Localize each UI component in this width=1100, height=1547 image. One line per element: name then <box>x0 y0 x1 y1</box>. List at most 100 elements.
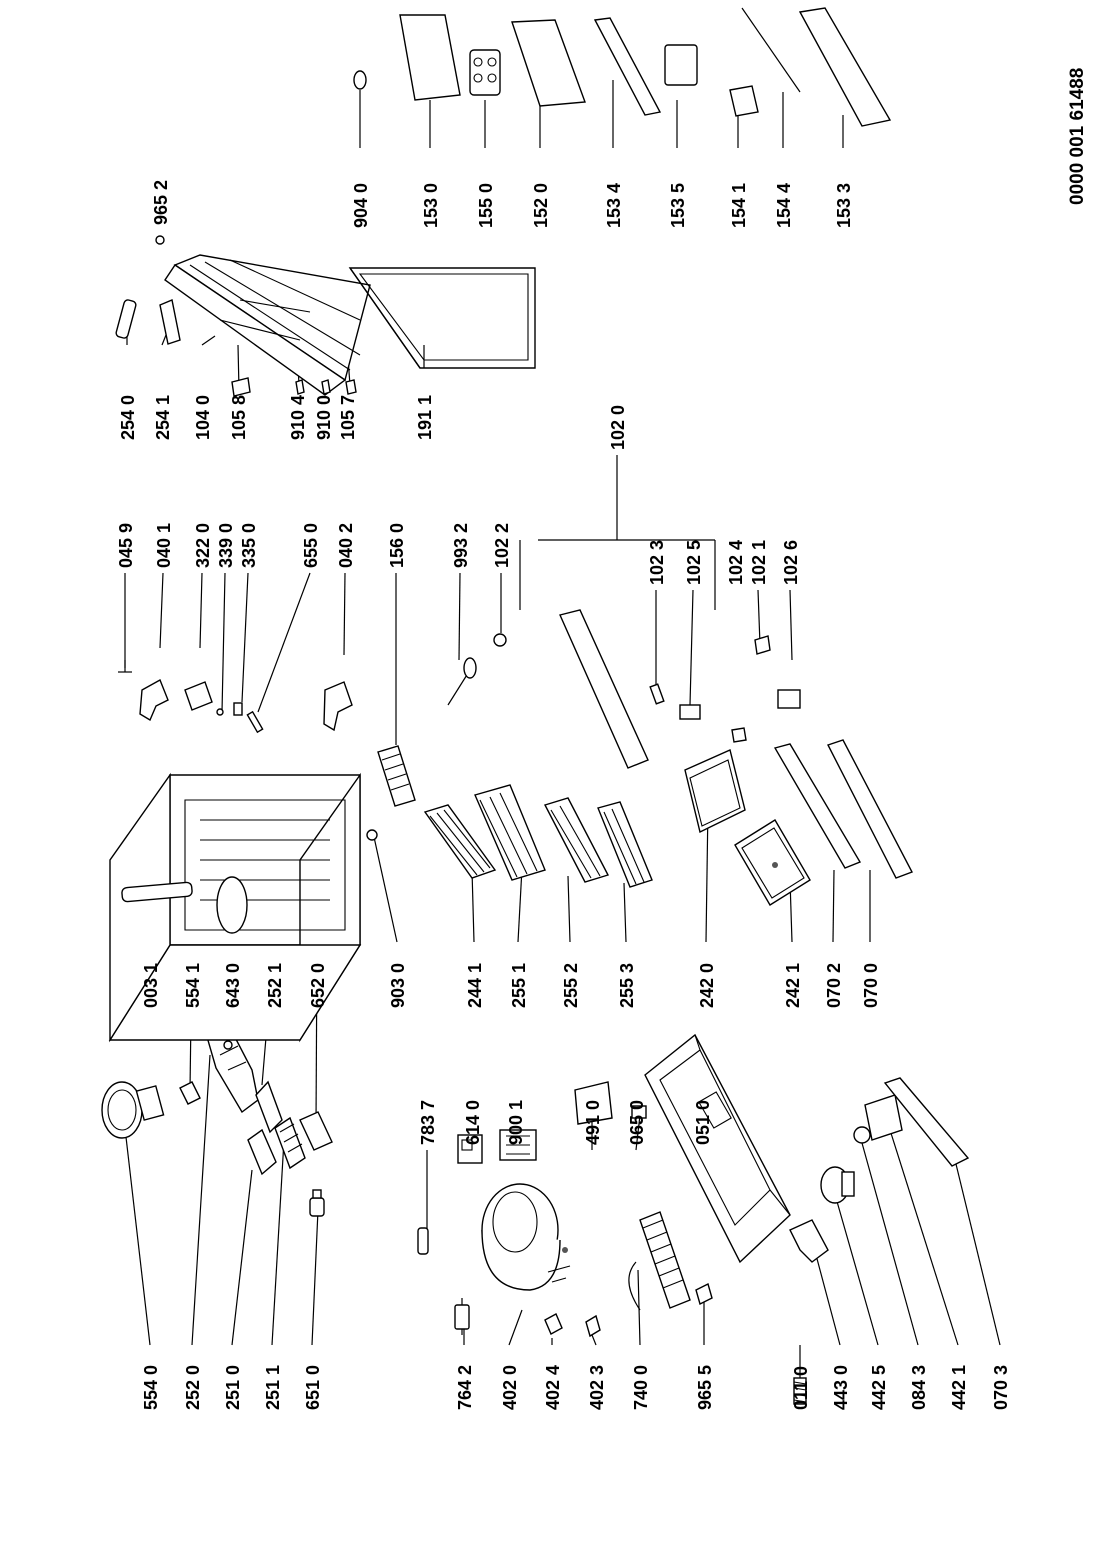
part-442-5-shape <box>820 1166 855 1204</box>
label-084-3: 084 3 <box>909 1365 929 1410</box>
part-651-0-shape <box>309 1189 325 1217</box>
label-903-0: 903 0 <box>388 963 408 1008</box>
part-242-0-shape <box>684 749 746 834</box>
label-442-1: 442 1 <box>949 1365 969 1410</box>
label-040-1: 040 1 <box>154 523 174 568</box>
part-903-0-shape <box>366 829 378 841</box>
part-153-3-shape <box>798 7 892 127</box>
part-255-1-shape <box>474 784 546 881</box>
part-153-5-shape <box>664 44 698 86</box>
label-402-0: 402 0 <box>500 1365 520 1410</box>
label-153-3: 153 3 <box>834 183 854 228</box>
label-651-0: 651 0 <box>303 1365 323 1410</box>
part-554-0-shape <box>101 1081 165 1139</box>
part-102-5-shape <box>679 704 701 720</box>
part-102-0-shape <box>559 609 649 769</box>
label-904-0: 904 0 <box>351 183 371 228</box>
part-251-1-shape <box>274 1116 306 1170</box>
label-242-0: 242 0 <box>697 963 717 1008</box>
label-614-0: 614 0 <box>463 1100 483 1145</box>
part-105-8-shape <box>231 377 251 397</box>
part-102-1-shape <box>754 635 771 655</box>
label-402-4: 402 4 <box>543 1365 563 1410</box>
part-993-2-shape <box>447 657 477 706</box>
part-652-0-shape <box>299 1111 333 1151</box>
part-965-2-shape <box>155 235 165 245</box>
label-910-4: 910 4 <box>288 395 308 440</box>
label-251-1: 251 1 <box>263 1365 283 1410</box>
label-322-0: 322 0 <box>193 523 213 568</box>
label-102-6: 102 6 <box>781 540 801 585</box>
part-252-1-shape <box>255 1080 283 1134</box>
label-105-8: 105 8 <box>229 395 249 440</box>
label-255-1: 255 1 <box>509 963 529 1008</box>
label-254-1: 254 1 <box>153 395 173 440</box>
part-070-2-shape <box>773 743 862 869</box>
document-number: 0000 001 61488 <box>1067 68 1088 205</box>
part-740-0-shape <box>628 1211 691 1311</box>
part-040-1-shape <box>139 679 169 722</box>
label-402-3: 402 3 <box>587 1365 607 1410</box>
part-154-4-shape <box>741 7 801 93</box>
label-102-4: 102 4 <box>726 540 746 585</box>
label-051-0: 051 0 <box>693 1100 713 1145</box>
label-102-0: 102 0 <box>608 405 628 450</box>
label-783-7: 783 7 <box>418 1100 438 1145</box>
part-040-2-shape <box>323 681 353 732</box>
part-491-0-shape <box>574 1081 613 1125</box>
part-152-0-shape <box>511 19 586 107</box>
part-102-4-shape <box>731 727 747 743</box>
part-labels: 554 0 252 0 251 0 251 1 651 0 764 2 402 … <box>116 180 1011 1410</box>
label-965-5: 965 5 <box>695 1365 715 1410</box>
label-070-2: 070 2 <box>824 963 844 1008</box>
label-102-2: 102 2 <box>492 523 512 568</box>
part-655-0-shape <box>246 710 264 734</box>
label-252-0: 252 0 <box>183 1365 203 1410</box>
label-102-5: 102 5 <box>684 540 704 585</box>
part-244-1-shape <box>423 804 497 879</box>
label-655-0: 655 0 <box>301 523 321 568</box>
label-255-2: 255 2 <box>561 963 581 1008</box>
part-554-1-shape <box>179 1081 201 1105</box>
part-255-3-shape <box>597 801 653 888</box>
part-102-3-shape <box>649 683 665 705</box>
label-153-0: 153 0 <box>421 183 441 228</box>
label-643-0: 643 0 <box>223 963 243 1008</box>
part-084-3-shape <box>853 1126 871 1144</box>
part-153-0-shape <box>399 14 461 101</box>
label-155-0: 155 0 <box>476 183 496 228</box>
part-011-0-shape <box>793 1377 807 1405</box>
label-156-0: 156 0 <box>387 523 407 568</box>
part-illustrations <box>101 7 970 1405</box>
label-104-0: 104 0 <box>193 395 213 440</box>
label-065-0: 065 0 <box>627 1100 647 1145</box>
part-910-0-shape <box>321 379 331 395</box>
label-442-5: 442 5 <box>869 1365 889 1410</box>
label-040-2: 040 2 <box>336 523 356 568</box>
label-070-0: 070 0 <box>861 963 881 1008</box>
part-322-0-shape <box>184 681 213 711</box>
part-335-0-shape <box>233 702 243 716</box>
label-900-1: 900 1 <box>506 1100 526 1145</box>
part-900-1-shape <box>499 1129 537 1161</box>
part-254-0-shape <box>115 299 137 339</box>
part-402-0-shape <box>481 1183 571 1291</box>
label-554-1: 554 1 <box>183 963 203 1008</box>
part-339-0-shape <box>216 708 224 716</box>
label-254-0: 254 0 <box>118 395 138 440</box>
label-102-3: 102 3 <box>647 540 667 585</box>
part-104-0-shape <box>164 254 371 396</box>
label-105-7: 105 7 <box>338 395 358 440</box>
label-153-4: 153 4 <box>604 183 624 228</box>
part-070-0-shape <box>827 739 913 879</box>
part-764-2-shape <box>454 1298 470 1335</box>
part-443-0-shape <box>789 1219 829 1263</box>
label-252-1: 252 1 <box>265 963 285 1008</box>
label-154-1: 154 1 <box>729 183 749 228</box>
part-051-0-shape <box>644 1033 791 1264</box>
part-102-6-shape <box>777 689 801 709</box>
part-910-4-shape <box>295 379 305 395</box>
part-442-1-shape <box>864 1094 903 1141</box>
label-154-4: 154 4 <box>774 183 794 228</box>
part-105-7-shape <box>345 379 357 395</box>
